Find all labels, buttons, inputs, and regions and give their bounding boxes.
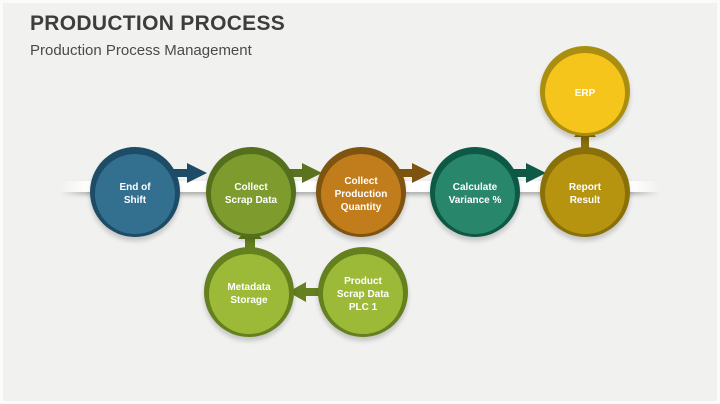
- node-fill: Product Scrap Data PLC 1: [323, 254, 403, 334]
- node-calculate-variance: Calculate Variance %: [430, 147, 520, 237]
- node-label: Report Result: [568, 182, 602, 206]
- node-fill: End of Shift: [95, 154, 175, 234]
- node-fill: Collect Production Quantity: [321, 154, 401, 234]
- page-title: PRODUCTION PROCESS: [30, 12, 286, 35]
- node-product-scrap-data-plc1: Product Scrap Data PLC 1: [318, 247, 408, 337]
- node-label: Collect Scrap Data: [224, 182, 278, 206]
- node-label: Product Scrap Data PLC 1: [336, 275, 390, 313]
- node-fill: Report Result: [545, 154, 625, 234]
- arrow-left-icon: [288, 282, 324, 302]
- node-fill: ERP: [545, 53, 625, 133]
- arrow-right-icon: [163, 163, 207, 183]
- node-end-of-shift: End of Shift: [90, 147, 180, 237]
- node-label: Calculate Variance %: [448, 182, 502, 206]
- node-label: Metadata Storage: [227, 282, 271, 306]
- arrow-right-icon: [502, 163, 546, 183]
- page-subtitle: Production Process Management: [30, 42, 252, 59]
- node-label: ERP: [574, 87, 596, 99]
- node-erp: ERP: [540, 46, 630, 136]
- arrow-right-icon: [388, 163, 432, 183]
- node-fill: Calculate Variance %: [435, 154, 515, 234]
- node-fill: Collect Scrap Data: [211, 154, 291, 234]
- arrow-right-icon: [278, 163, 322, 183]
- node-collect-production-quantity: Collect Production Quantity: [316, 147, 406, 237]
- node-report-result: Report Result: [540, 147, 630, 237]
- node-label: Collect Production Quantity: [334, 175, 388, 213]
- node-fill: Metadata Storage: [209, 254, 289, 334]
- node-label: End of Shift: [119, 182, 151, 206]
- node-collect-scrap-data: Collect Scrap Data: [206, 147, 296, 237]
- node-metadata-storage: Metadata Storage: [204, 247, 294, 337]
